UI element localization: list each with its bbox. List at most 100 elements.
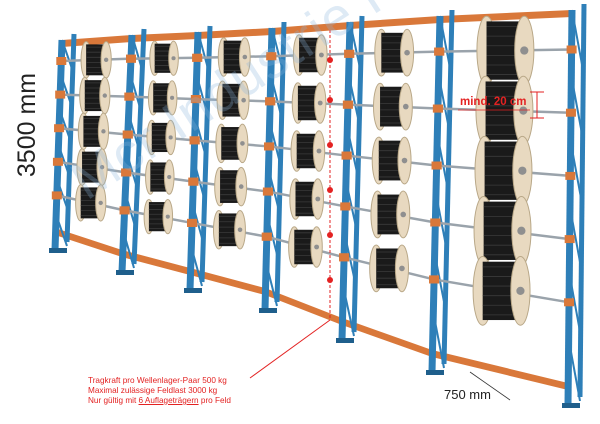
leader-line bbox=[249, 319, 331, 379]
bearing-bracket bbox=[189, 136, 200, 145]
reel-hub bbox=[238, 184, 244, 189]
height-dimension-label: 3500 mm bbox=[13, 72, 41, 178]
depth-dimension-line bbox=[469, 371, 511, 401]
bearing-bracket bbox=[188, 177, 199, 186]
bearing-bracket bbox=[187, 218, 198, 227]
reel-hub bbox=[316, 148, 322, 154]
bearing-bracket bbox=[565, 108, 576, 117]
reel-hub bbox=[240, 141, 245, 146]
bearing-bracket bbox=[264, 142, 275, 151]
bottom-beam bbox=[122, 250, 190, 275]
foot-plate bbox=[259, 308, 277, 313]
reel-hub bbox=[101, 129, 106, 134]
bearing-bracket bbox=[121, 168, 132, 177]
validity-note-suffix: pro Feld bbox=[198, 396, 231, 405]
top-beam bbox=[350, 16, 440, 29]
reel-hub bbox=[315, 196, 321, 202]
bottom-beam bbox=[190, 268, 265, 295]
bottom-beam bbox=[265, 288, 342, 325]
brace bbox=[567, 338, 581, 402]
bearing-bracket bbox=[119, 206, 130, 215]
reel-hub bbox=[314, 244, 320, 250]
load-point-marker bbox=[327, 57, 333, 63]
brace bbox=[568, 273, 582, 336]
load-point-marker bbox=[327, 187, 333, 193]
reel-hub bbox=[98, 200, 103, 206]
bearing-bracket bbox=[429, 275, 440, 284]
reel-hub bbox=[404, 49, 410, 56]
load-point-marker bbox=[327, 97, 333, 103]
brace bbox=[439, 15, 452, 72]
max-field-load: Maximal zulässige Feldlast 3000 kg bbox=[88, 386, 218, 395]
brace bbox=[197, 31, 210, 72]
reel-hub bbox=[242, 54, 248, 60]
brace bbox=[190, 246, 203, 287]
load-point-marker bbox=[327, 142, 333, 148]
brace bbox=[569, 207, 583, 270]
bearing-bracket bbox=[434, 47, 445, 56]
foot-plate bbox=[426, 370, 444, 375]
reel-hub bbox=[402, 103, 409, 110]
brace bbox=[432, 312, 445, 369]
brace bbox=[127, 113, 140, 150]
reel-hub bbox=[171, 56, 176, 61]
reel-hub bbox=[103, 57, 109, 63]
brace bbox=[271, 27, 284, 72]
brace bbox=[126, 153, 139, 190]
reel-hub bbox=[517, 226, 526, 235]
bearing-bracket bbox=[261, 232, 272, 241]
bearing-bracket bbox=[54, 124, 65, 133]
top-beam bbox=[62, 35, 132, 47]
reel-hub bbox=[520, 46, 529, 55]
brace bbox=[437, 75, 451, 131]
reel-hub bbox=[519, 106, 528, 115]
bearing-bracket bbox=[190, 95, 201, 104]
validity-note: Nur gültig mit 6 Auflageträgern pro Feld bbox=[88, 396, 288, 406]
brace bbox=[122, 232, 135, 269]
brace bbox=[436, 134, 449, 191]
brace bbox=[347, 74, 361, 125]
brace bbox=[342, 286, 355, 337]
foot-plate bbox=[116, 270, 134, 275]
validity-note-underlined: 6 Auflageträgern bbox=[138, 396, 199, 405]
load-point-marker bbox=[327, 277, 333, 283]
top-beam bbox=[198, 28, 272, 39]
brace bbox=[435, 193, 448, 250]
load-per-bearing-pair: Tragkraft pro Wellenlager-Paar 500 kg bbox=[88, 376, 227, 385]
bearing-bracket bbox=[124, 92, 135, 101]
orange-beams bbox=[55, 10, 572, 390]
top-beam bbox=[132, 32, 198, 42]
foot-plate bbox=[49, 248, 67, 253]
brace bbox=[267, 168, 281, 213]
reel-hub bbox=[241, 97, 246, 103]
bearing-bracket bbox=[51, 191, 62, 200]
brace bbox=[345, 180, 358, 231]
foot-plate bbox=[562, 403, 580, 408]
reel-hub bbox=[237, 227, 243, 233]
cable-reels bbox=[51, 15, 577, 326]
foot-plate bbox=[184, 288, 202, 293]
brace bbox=[349, 21, 362, 72]
top-beam bbox=[440, 10, 572, 23]
reel-hub bbox=[317, 100, 323, 106]
load-point-marker bbox=[327, 232, 333, 238]
depth-dimension-label: 750 mm bbox=[444, 387, 491, 402]
bearing-bracket bbox=[265, 97, 276, 106]
foot-plate bbox=[336, 338, 354, 343]
brace bbox=[346, 127, 359, 178]
reel-hub bbox=[399, 265, 405, 272]
reel-hub bbox=[167, 174, 172, 180]
bearing-bracket bbox=[565, 171, 576, 180]
bearing-bracket bbox=[432, 104, 443, 113]
brace bbox=[571, 9, 585, 73]
reel-hub bbox=[400, 211, 407, 218]
bottom-beam bbox=[55, 228, 122, 257]
bottom-beam bbox=[342, 318, 432, 357]
reel-hub bbox=[170, 95, 175, 100]
bearing-bracket bbox=[564, 235, 575, 244]
brace bbox=[195, 74, 209, 115]
bearing-bracket bbox=[52, 157, 63, 166]
brace bbox=[265, 262, 278, 307]
